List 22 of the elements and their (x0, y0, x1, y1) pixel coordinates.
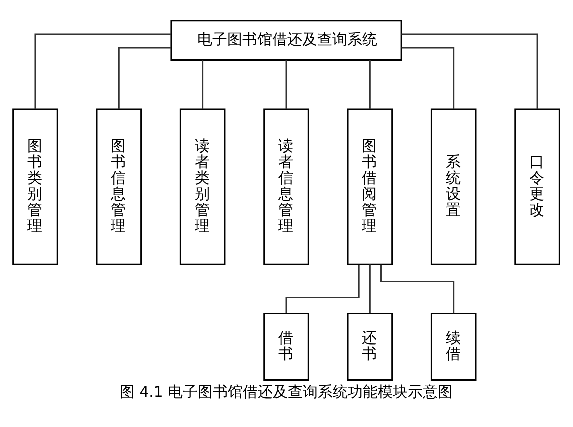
node-box: 图书类别管理 (12, 108, 58, 266)
connector (369, 264, 371, 314)
connector (118, 47, 172, 110)
caption: 图 4.1 电子图书馆借还及查询系统功能模块示意图 (120, 384, 453, 401)
node-box: 图书信息管理 (96, 108, 142, 266)
node-box: 电子图书馆借还及查询系统 (170, 20, 402, 62)
node-box: 图书借阅管理 (347, 108, 394, 266)
connector (286, 60, 288, 110)
node-box: 还书 (347, 313, 394, 381)
connector (402, 34, 538, 110)
node-box: 借书 (264, 313, 310, 381)
connector (402, 47, 455, 110)
connector (286, 265, 360, 314)
connector (34, 34, 172, 110)
connector (369, 60, 371, 110)
connector (380, 264, 455, 314)
node-box: 口令更改 (514, 108, 560, 266)
node-box: 系统设置 (430, 108, 477, 266)
node-box: 续借 (430, 313, 477, 381)
node-box: 读者类别管理 (180, 108, 226, 266)
connector (202, 60, 204, 110)
node-box: 读者信息管理 (264, 108, 310, 266)
